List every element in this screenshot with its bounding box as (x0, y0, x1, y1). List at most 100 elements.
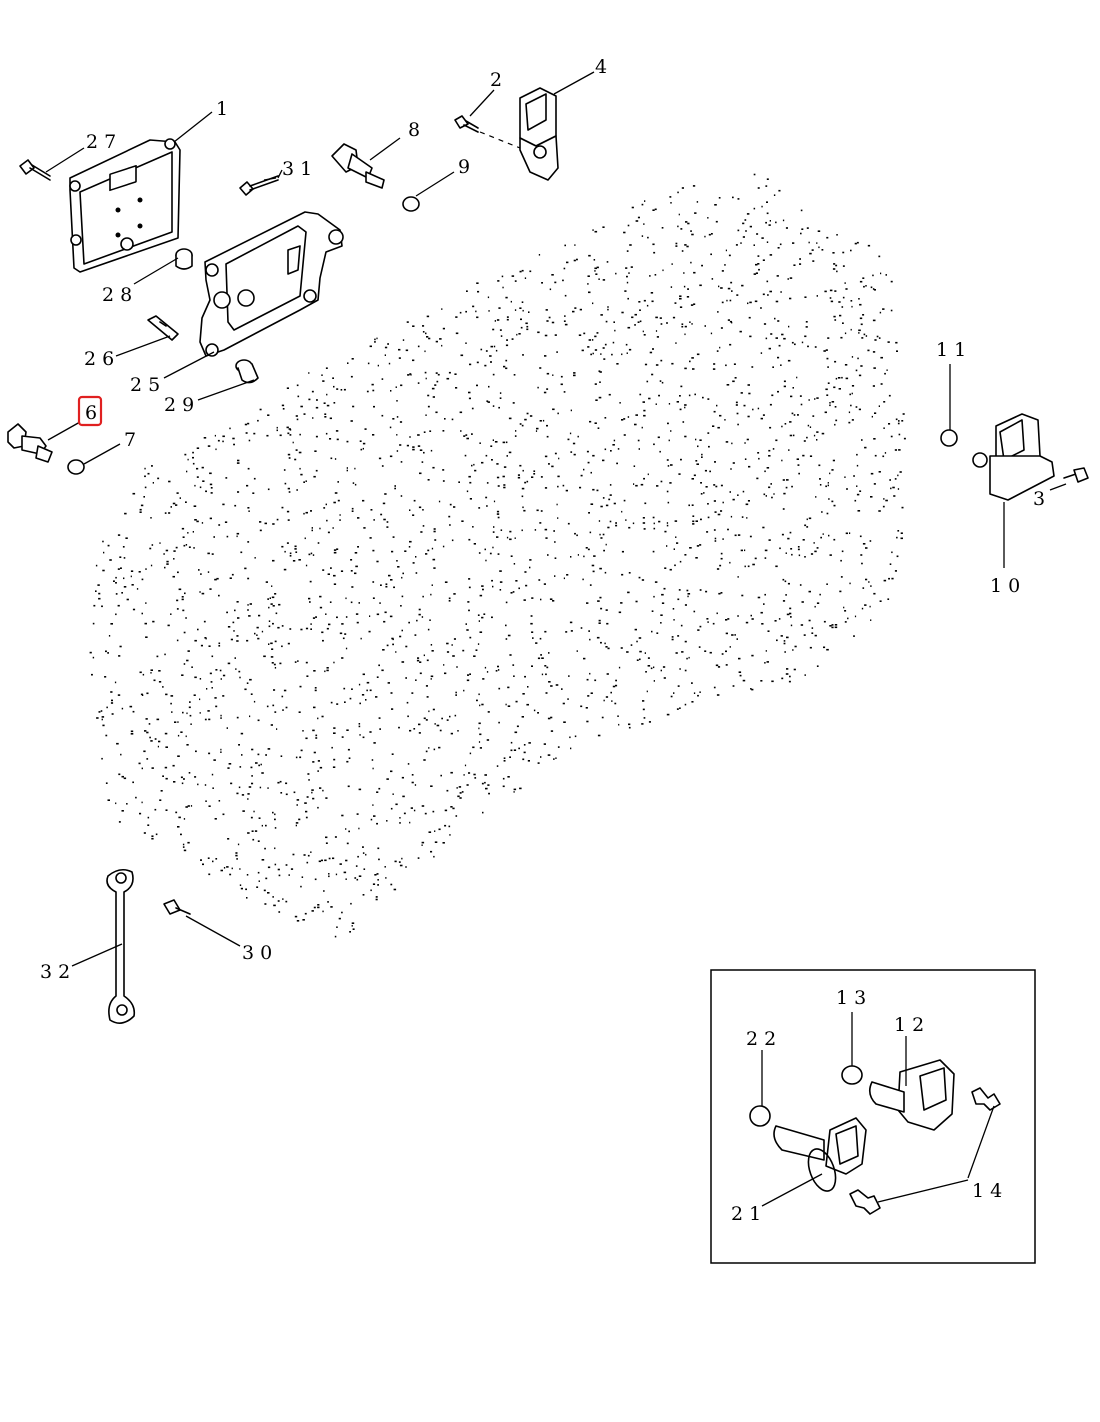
callout-1[interactable]: 1 (216, 98, 234, 120)
part-spacer-28[interactable] (175, 248, 193, 270)
outline-dot (736, 638, 738, 640)
part-sensor-6[interactable] (7, 423, 53, 463)
outline-dot (746, 438, 749, 441)
callout-32[interactable]: 32 (40, 961, 76, 983)
callout-14[interactable]: 14 (972, 1180, 1008, 1202)
outline-dot (141, 801, 143, 804)
outline-dot (651, 610, 654, 612)
outline-dot (606, 622, 609, 625)
outline-dot (793, 264, 796, 266)
callout-25[interactable]: 25 (130, 374, 166, 396)
callout-13[interactable]: 13 (836, 987, 872, 1009)
callout-3[interactable]: 3 (1033, 488, 1051, 510)
outline-dot (486, 739, 490, 741)
callout-22[interactable]: 22 (746, 1028, 782, 1050)
callout-2[interactable]: 2 (490, 69, 508, 91)
part-oring-22[interactable] (749, 1105, 771, 1127)
outline-dot (834, 624, 838, 626)
outline-dot (685, 221, 688, 223)
callout-7[interactable]: 7 (124, 429, 142, 451)
outline-dot (666, 322, 668, 324)
part-sensor-10[interactable] (972, 413, 1055, 501)
outline-dot (613, 502, 616, 505)
callout-30[interactable]: 30 (242, 942, 278, 964)
outline-dot (766, 201, 768, 203)
outline-dot (539, 522, 542, 524)
outline-dot (274, 667, 277, 669)
part-oring-7[interactable] (67, 459, 85, 475)
outline-dot (768, 486, 771, 489)
outline-dot (222, 503, 225, 506)
part-bolt-30[interactable] (163, 899, 191, 915)
part-harness-32[interactable] (106, 868, 136, 1024)
part-speed-sensor-21[interactable] (773, 1117, 867, 1195)
outline-dot (173, 558, 175, 560)
outline-dot (544, 487, 548, 489)
part-screw-14a[interactable] (971, 1087, 1001, 1111)
outline-dot (295, 756, 298, 759)
part-sensor-4[interactable] (519, 87, 559, 181)
outline-dot (326, 393, 328, 396)
callout-29[interactable]: 29 (164, 394, 200, 416)
outline-dot (484, 364, 487, 367)
outline-dot (540, 510, 543, 512)
part-plug-29[interactable] (235, 359, 259, 384)
callout-31[interactable]: 31 (282, 158, 318, 180)
part-screw-14b[interactable] (849, 1189, 881, 1215)
callout-10[interactable]: 10 (990, 575, 1026, 597)
outline-dot (271, 662, 274, 664)
outline-dot (332, 857, 335, 860)
outline-dot (292, 441, 294, 444)
outline-dot (856, 485, 858, 487)
outline-dot (442, 842, 445, 844)
part-oring-11[interactable] (940, 429, 958, 447)
outline-dot (357, 546, 359, 548)
part-oring-9[interactable] (402, 196, 420, 212)
outline-dot (298, 451, 302, 454)
part-stud-26[interactable] (147, 315, 179, 341)
part-bolt-3[interactable] (1063, 467, 1089, 483)
part-bolt-27[interactable] (19, 159, 51, 181)
callout-4[interactable]: 4 (595, 56, 613, 78)
part-ecu-module[interactable] (69, 138, 181, 273)
outline-dot (448, 371, 451, 374)
outline-dot (105, 782, 108, 784)
outline-dot (451, 644, 453, 646)
callout-27[interactable]: 27 (86, 131, 122, 153)
outline-dot (166, 563, 169, 565)
outline-dot (849, 393, 851, 396)
callout-8[interactable]: 8 (408, 119, 426, 141)
outline-dot (838, 301, 841, 303)
outline-dot (880, 272, 882, 275)
outline-dot (684, 669, 687, 672)
outline-dot (874, 412, 877, 414)
part-bolt-31[interactable] (239, 175, 279, 196)
outline-dot (671, 636, 674, 638)
outline-dot (345, 828, 347, 830)
outline-dot (271, 648, 274, 650)
callout-9[interactable]: 9 (458, 156, 476, 178)
outline-dot (714, 461, 716, 463)
outline-dot (727, 528, 729, 531)
callout-26[interactable]: 26 (84, 348, 120, 370)
outline-dot (642, 522, 646, 524)
part-speed-sensor-12[interactable] (868, 1059, 955, 1131)
part-sensor-8[interactable] (331, 143, 385, 189)
outline-dot (151, 835, 154, 837)
outline-dot (283, 689, 287, 692)
outline-dot (335, 873, 338, 876)
callout-28[interactable]: 28 (102, 284, 138, 306)
outline-dot (165, 777, 168, 780)
outline-dot (506, 316, 509, 318)
outline-dot (268, 606, 270, 609)
outline-dot (799, 584, 802, 586)
outline-dot (544, 334, 548, 337)
outline-dot (182, 536, 185, 538)
part-ecu-bracket-25[interactable] (199, 211, 344, 357)
callout-21[interactable]: 21 (731, 1203, 767, 1225)
part-bolt-2[interactable] (454, 115, 479, 133)
callout-12[interactable]: 12 (894, 1014, 930, 1036)
callout-11[interactable]: 11 (936, 339, 972, 361)
part-oring-13[interactable] (841, 1065, 863, 1085)
callout-6[interactable]: 6 (85, 402, 103, 424)
